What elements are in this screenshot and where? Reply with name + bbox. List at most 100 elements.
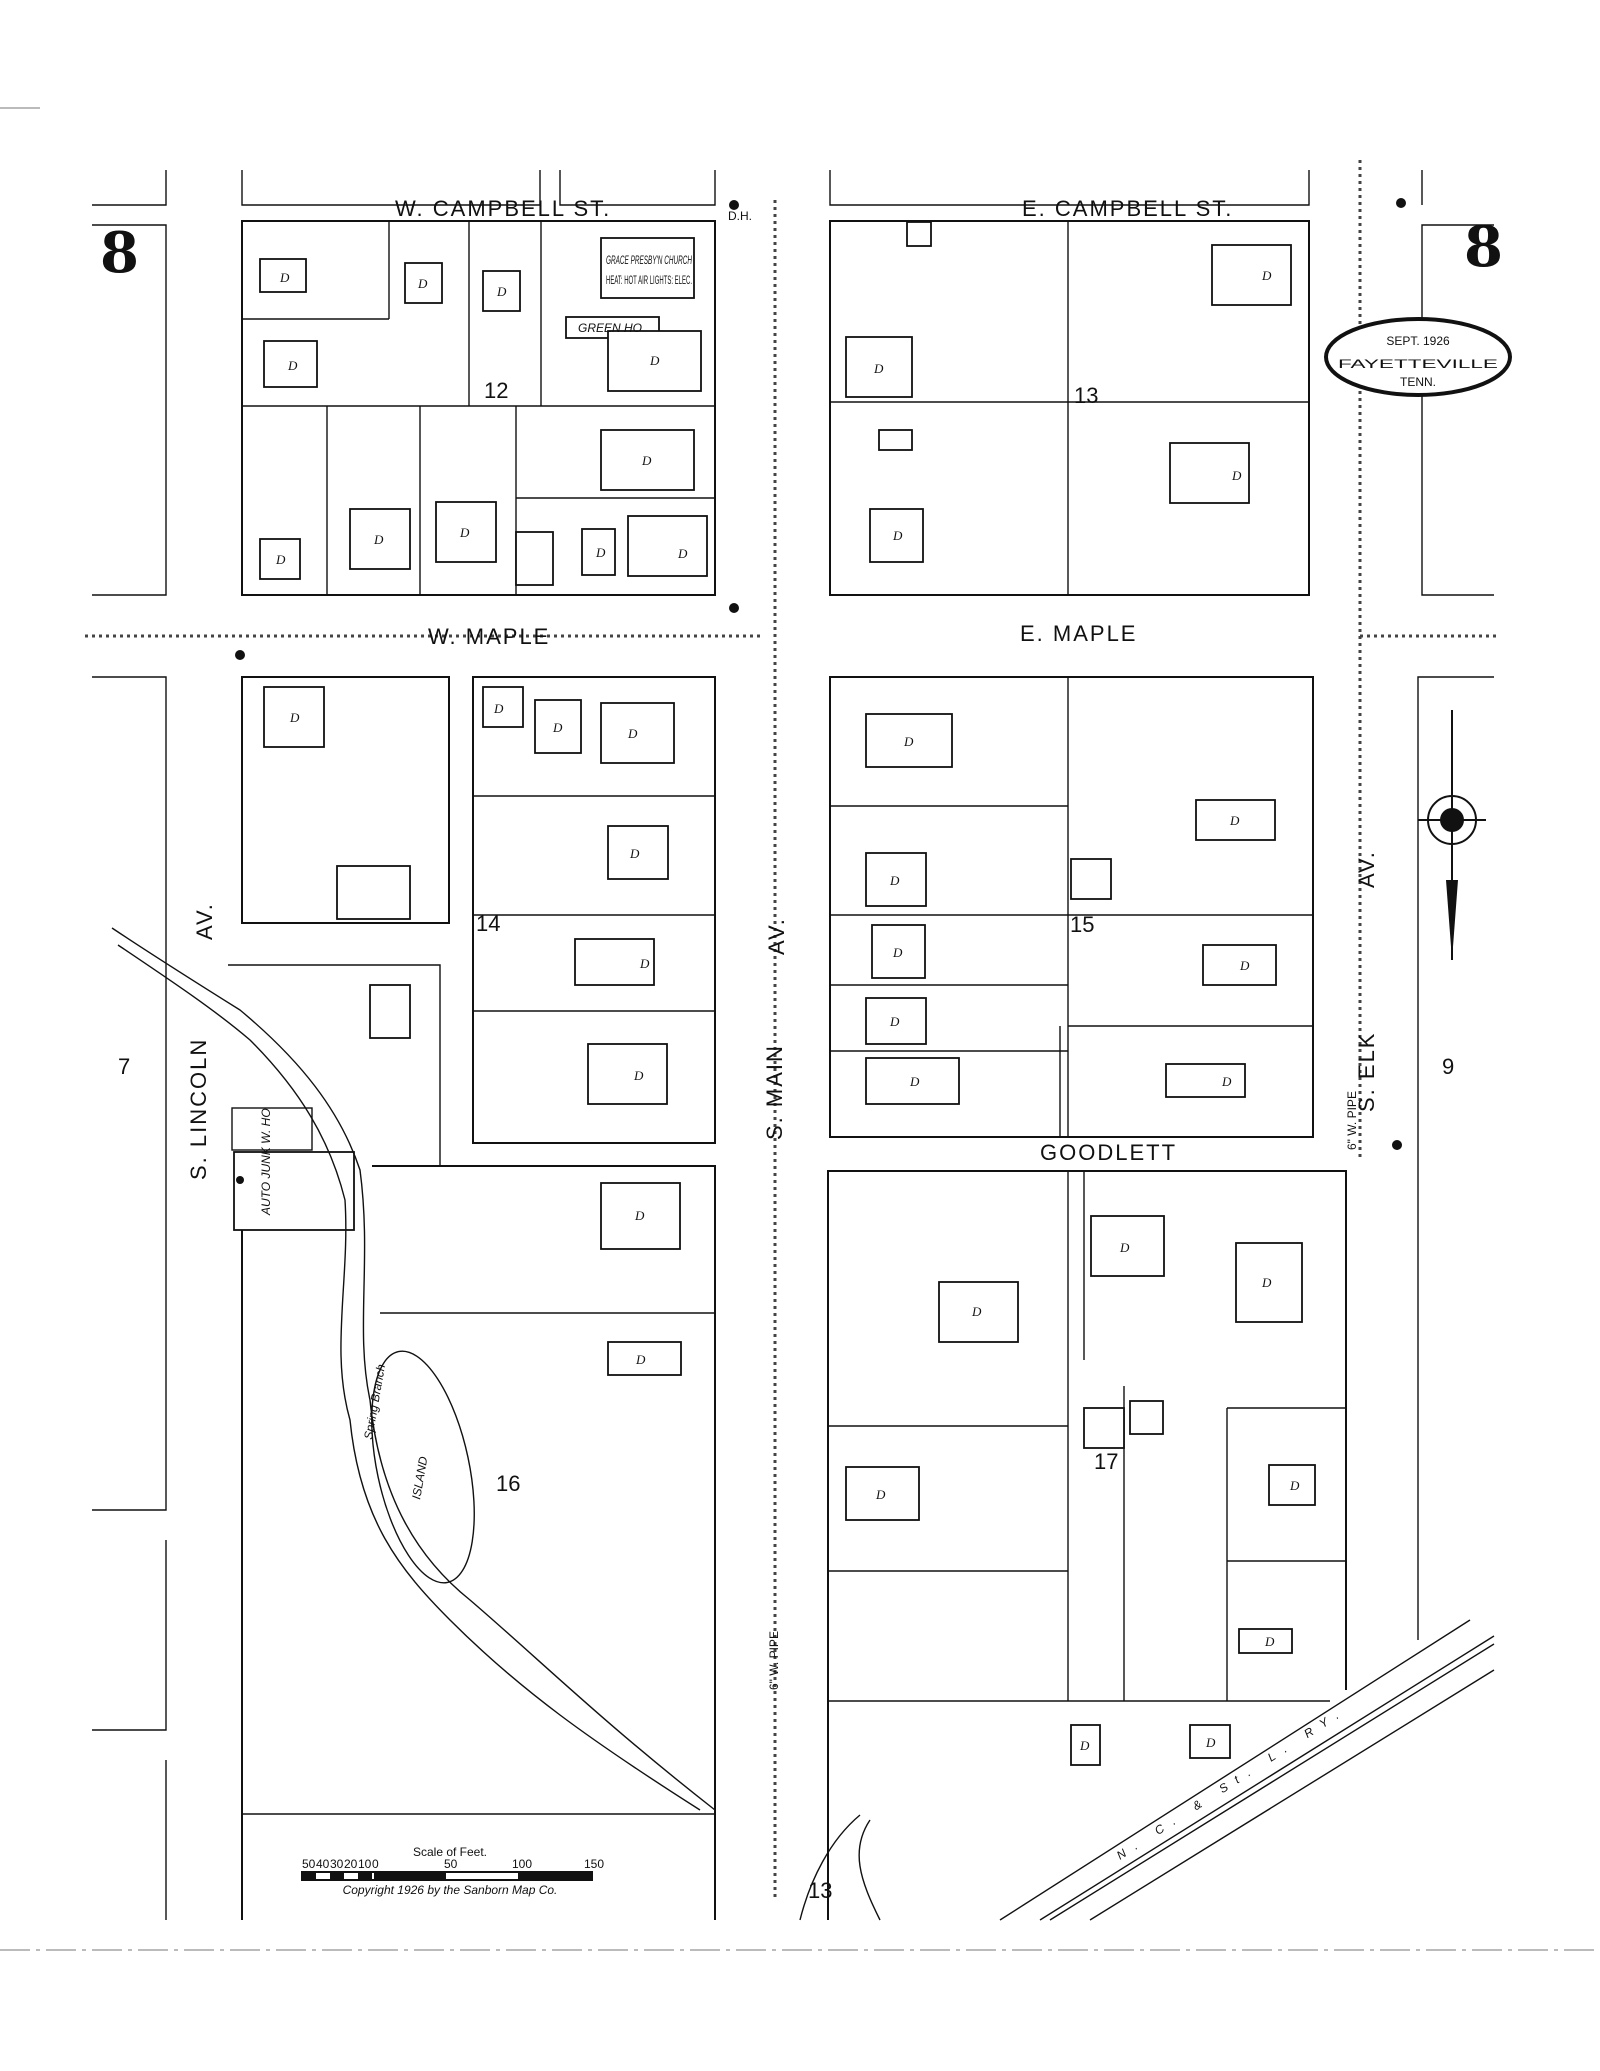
svg-text:D: D [595, 545, 606, 560]
svg-text:D: D [1231, 468, 1242, 483]
svg-text:D: D [287, 358, 298, 373]
svg-text:D: D [1221, 1074, 1232, 1089]
adjacent-sheet-west: 7 [118, 1054, 130, 1079]
cartouche-date: SEPT. 1926 [1386, 334, 1450, 348]
svg-text:D: D [641, 453, 652, 468]
svg-text:D: D [459, 525, 470, 540]
svg-text:D: D [552, 720, 563, 735]
street-s-lincoln: S. LINCOLN [186, 1038, 211, 1180]
svg-text:D: D [373, 532, 384, 547]
block-left-middle [228, 676, 450, 1231]
adjacent-sheet-south: 13 [808, 1878, 832, 1903]
street-s-elk: S. ELK [1354, 1032, 1379, 1112]
street-goodlett: GOODLETT [1040, 1140, 1177, 1165]
svg-text:D: D [677, 546, 688, 561]
block-14 [472, 676, 716, 1144]
island [371, 1350, 475, 1584]
svg-text:D: D [1119, 1240, 1130, 1255]
svg-text:D: D [1239, 958, 1250, 973]
svg-text:D: D [903, 734, 914, 749]
block-16 [241, 1165, 716, 1920]
title-cartouche: SEPT. 1926 FAYETTEVILLE TENN. [1324, 317, 1512, 397]
scale-tick: 30 [330, 1857, 344, 1871]
north-arrow-compass-icon [1418, 710, 1486, 960]
svg-text:D: D [493, 701, 504, 716]
block-15 [829, 676, 1314, 1138]
svg-text:D: D [1264, 1634, 1275, 1649]
scale-of-feet: Scale of Feet. 50 40 30 20 10 0 50 100 1… [301, 1845, 604, 1897]
scale-title: Scale of Feet. [413, 1845, 487, 1859]
railroad-label: N. C. & St. L. RY. [1114, 1703, 1350, 1863]
svg-text:D: D [889, 873, 900, 888]
street-s-main: S. MAIN [762, 1044, 787, 1140]
street-w-maple: W. MAPLE [428, 624, 550, 649]
scale-tick: 20 [344, 1857, 358, 1871]
dwelling-labels: D D D D D D D D D D D D D D D D D D D D D D D D D D D… [275, 268, 1300, 1753]
svg-text:D: D [1289, 1478, 1300, 1493]
hydrant-label: D.H. [728, 209, 752, 223]
svg-text:D: D [1229, 813, 1240, 828]
neighbor-block-edges [92, 170, 1494, 1920]
block-number-12: 12 [484, 378, 508, 403]
svg-text:D: D [1261, 1275, 1272, 1290]
street-e-campbell: E. CAMPBELL ST. [1022, 196, 1233, 221]
svg-text:D: D [417, 276, 428, 291]
svg-text:D: D [279, 270, 290, 285]
svg-text:D: D [1261, 268, 1272, 283]
block-number-16: 16 [496, 1471, 520, 1496]
svg-text:D: D [971, 1304, 982, 1319]
svg-text:D: D [634, 1208, 645, 1223]
svg-text:D: D [289, 710, 300, 725]
svg-text:D: D [892, 945, 903, 960]
svg-text:D: D [909, 1074, 920, 1089]
scale-tick: 10 [358, 1857, 372, 1871]
cartouche-city: FAYETTEVILLE [1338, 357, 1498, 371]
street-s-main-av: AV. [764, 917, 789, 955]
svg-text:D: D [873, 361, 884, 376]
street-s-lincoln-av: AV. [192, 902, 217, 940]
svg-text:D: D [649, 353, 660, 368]
svg-text:D: D [635, 1352, 646, 1367]
street-w-campbell: W. CAMPBELL ST. [395, 196, 611, 221]
church-note: HEAT: HOT AIR LIGHTS: ELEC. [606, 273, 692, 287]
svg-text:D: D [875, 1487, 886, 1502]
island-label: ISLAND [409, 1455, 430, 1500]
adjacent-sheet-east: 9 [1442, 1054, 1454, 1079]
svg-text:D: D [627, 726, 638, 741]
church-building [600, 237, 695, 299]
block-number-14: 14 [476, 911, 500, 936]
block-number-17: 17 [1094, 1449, 1118, 1474]
spring-branch-creek [111, 927, 881, 1921]
street-s-elk-av: AV. [1354, 850, 1379, 888]
buildings [259, 221, 1316, 1766]
block-13 [829, 220, 1310, 596]
street-e-maple: E. MAPLE [1020, 621, 1137, 646]
cartouche-state: TENN. [1400, 375, 1436, 389]
sheet-number-left: 8 [100, 220, 139, 286]
svg-text:D: D [275, 552, 286, 567]
svg-text:D: D [629, 846, 640, 861]
scale-tick: 40 [316, 1857, 330, 1871]
green-house-label: GREEN HO [578, 321, 642, 335]
scale-tick: 0 [372, 1857, 379, 1871]
water-pipe-label-elk: 6" W. PIPE [1345, 1091, 1359, 1150]
railroad-tracks [999, 1619, 1495, 1921]
svg-text:D: D [633, 1068, 644, 1083]
svg-text:D: D [889, 1014, 900, 1029]
water-pipe-label: 6" W. PIPE [767, 1631, 781, 1690]
copyright: Copyright 1926 by the Sanborn Map Co. [343, 1883, 558, 1897]
scale-tick: 100 [512, 1857, 532, 1871]
block-17 [827, 1170, 1347, 1920]
svg-text:D: D [496, 284, 507, 299]
block-number-15: 15 [1070, 912, 1094, 937]
scale-tick: 150 [584, 1857, 604, 1871]
svg-text:D: D [1205, 1735, 1216, 1750]
scale-tick: 50 [444, 1857, 458, 1871]
block-number-13: 13 [1074, 383, 1098, 408]
sheet-number-right: 8 [1464, 214, 1503, 280]
scale-tick: 50 [302, 1857, 316, 1871]
auto-junk-label: AUTO JUNK W. HO [259, 1108, 273, 1216]
svg-text:D: D [639, 956, 650, 971]
